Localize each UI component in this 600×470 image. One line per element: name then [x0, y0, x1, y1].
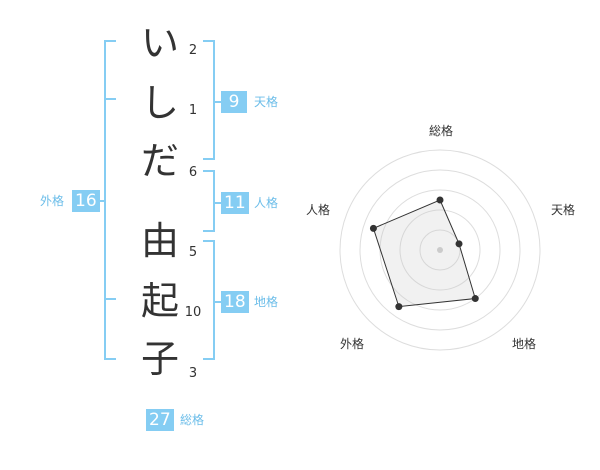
radar-label-jinkaku: 人格 [305, 203, 330, 217]
tenkaku-bracket-vertical [213, 40, 215, 160]
tenkaku-connector [213, 101, 221, 103]
radar-ring-4 [359, 169, 521, 331]
radar-center [437, 247, 443, 253]
radar-label-gaikaku: 外格 [339, 337, 364, 351]
tenkaku-bracket-bottom [203, 158, 215, 160]
chikaku-value: 18 [221, 291, 249, 313]
stroke-count-5: 10 [184, 305, 202, 320]
jinkaku-connector [213, 202, 221, 204]
chikaku-label: 地格 [254, 295, 279, 309]
tenkaku-bracket-top [203, 40, 215, 42]
gaikaku-bracket-bottom [104, 358, 116, 360]
jinkaku-label: 人格 [254, 196, 279, 210]
radar-ring-1 [419, 229, 461, 271]
gaikaku-value: 16 [72, 190, 100, 212]
name-char-2: し [140, 81, 179, 125]
chikaku-bracket-vertical [213, 240, 215, 360]
radar-point-2 [455, 240, 463, 248]
stroke-count-1: 2 [188, 43, 198, 58]
gaikaku-bracket-top [104, 40, 116, 42]
radar-ring-5 [339, 149, 541, 351]
radar-point-3 [471, 295, 479, 303]
chikaku-bracket-top [203, 240, 215, 242]
jinkaku-bracket-bottom [203, 230, 215, 232]
chikaku-connector [213, 301, 221, 303]
tenkaku-value: 9 [221, 91, 247, 113]
stroke-count-3: 6 [188, 165, 198, 180]
radar-ring-2 [399, 209, 481, 291]
name-char-1: い [140, 21, 179, 65]
gaikaku-label: 外格 [40, 194, 65, 208]
radar-label-tenkaku: 天格 [550, 203, 575, 217]
radar-label-chikaku: 地格 [511, 337, 536, 351]
soukaku-value: 27 [146, 409, 174, 431]
jinkaku-value: 11 [221, 192, 249, 214]
stroke-count-2: 1 [188, 103, 198, 118]
stroke-count-6: 3 [188, 366, 198, 381]
name-char-4: 由 [140, 219, 179, 263]
gaikaku-tick-upper [104, 98, 116, 100]
name-char-6: 子 [140, 337, 179, 381]
soukaku-label: 総格 [180, 413, 205, 427]
chikaku-bracket-bottom [203, 358, 215, 360]
stroke-count-4: 5 [188, 245, 198, 260]
name-char-5: 起 [140, 279, 179, 323]
radar-area [372, 199, 476, 308]
gaikaku-tick-lower [104, 298, 116, 300]
tenkaku-label: 天格 [254, 95, 279, 109]
jinkaku-bracket-top [203, 170, 215, 172]
gaikaku-connector [98, 200, 106, 202]
radar-label-soukaku: 総格 [428, 124, 453, 138]
radar-point-5 [369, 224, 377, 232]
radar-point-4 [395, 303, 403, 311]
radar-point-1 [436, 196, 444, 204]
jinkaku-bracket-vertical [213, 170, 215, 232]
name-char-3: だ [140, 139, 179, 183]
